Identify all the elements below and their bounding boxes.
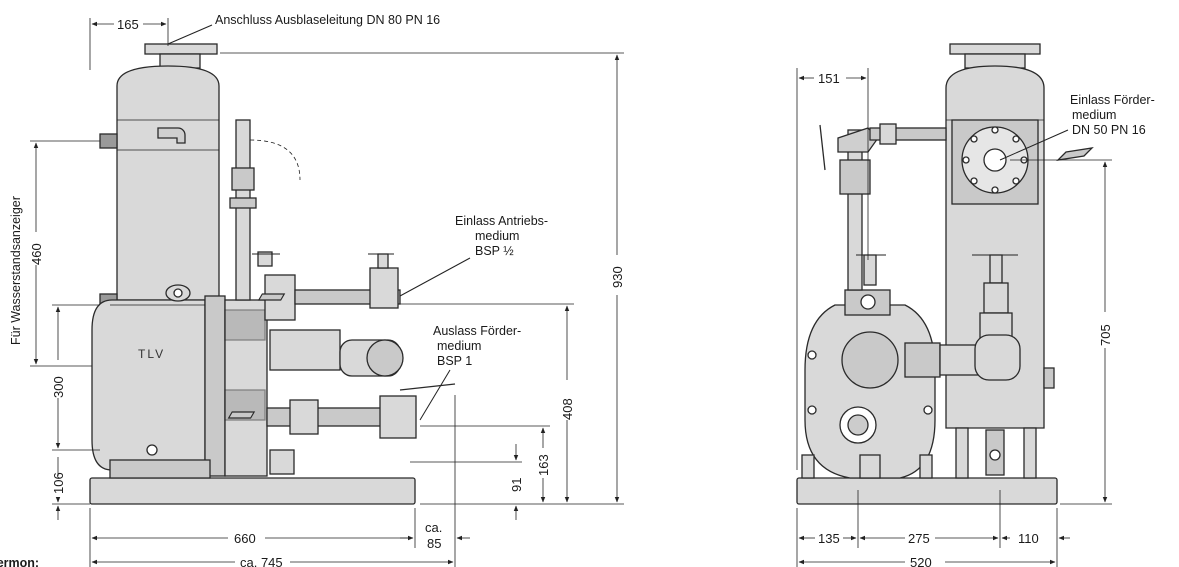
receiver-tank-front	[945, 43, 1094, 479]
dim-460: 460	[29, 243, 44, 265]
pump-body: TLV	[91, 284, 268, 479]
vent-leader	[167, 24, 213, 45]
dim-705: 705	[1098, 324, 1113, 346]
upper-piping-front	[819, 123, 947, 291]
motive-inlet-label-2: medium	[475, 229, 519, 243]
base-frame-front	[796, 477, 1058, 505]
dim-408: 408	[560, 398, 575, 420]
dim-135: 135	[818, 531, 840, 546]
motive-inlet-label-1: Einlass Antriebs-	[455, 214, 548, 228]
pumped-outlet-label-3: BSP 1	[437, 354, 472, 368]
tlv-logo: TLV	[138, 347, 165, 361]
dim-106: 106	[51, 472, 66, 494]
dim-165: 165	[117, 17, 139, 32]
dim-85: 85	[427, 536, 441, 551]
pumped-inlet-leader	[999, 129, 1069, 161]
pumped-inlet-label-1: Einlass Förder-	[1070, 93, 1155, 107]
dim-275: 275	[908, 531, 930, 546]
pumped-outlet-label-1: Auslass Förder-	[433, 324, 521, 338]
motive-leader	[399, 257, 471, 297]
dim-163: 163	[536, 454, 551, 476]
side-view: TLV	[0, 13, 625, 567]
dim-930: 930	[610, 266, 625, 288]
receiver-tank	[99, 43, 220, 309]
pumped-inlet-label-2: medium	[1072, 108, 1116, 122]
dim-520: 520	[910, 555, 932, 567]
pumped-leader	[419, 369, 451, 421]
base-frame	[89, 477, 416, 505]
level-gauge-label: Für Wasserstandsanzeiger	[9, 196, 23, 345]
vent-outlet-label: Anschluss Ausblaseleitung DN 80 PN 16	[215, 13, 440, 27]
pumped-outlet-label-2: medium	[437, 339, 481, 353]
pumped-inlet-label-3: DN 50 PN 16	[1072, 123, 1146, 137]
footer-label: Termon:	[0, 556, 39, 567]
upper-pipework	[229, 119, 404, 377]
pump-body-front	[801, 289, 1021, 479]
dim-300: 300	[51, 376, 66, 398]
dim-85-ca: ca.	[425, 520, 442, 535]
front-view: Einlass Förder- medium DN 50 PN 16 151 7…	[796, 43, 1155, 567]
motive-inlet-label-3: BSP ½	[475, 244, 514, 258]
dim-151: 151	[818, 71, 840, 86]
lower-pipework	[227, 293, 456, 475]
dim-745: ca. 745	[240, 555, 283, 567]
dim-660: 660	[234, 531, 256, 546]
dim-91: 91	[509, 478, 524, 492]
dim-110: 110	[1018, 531, 1039, 546]
